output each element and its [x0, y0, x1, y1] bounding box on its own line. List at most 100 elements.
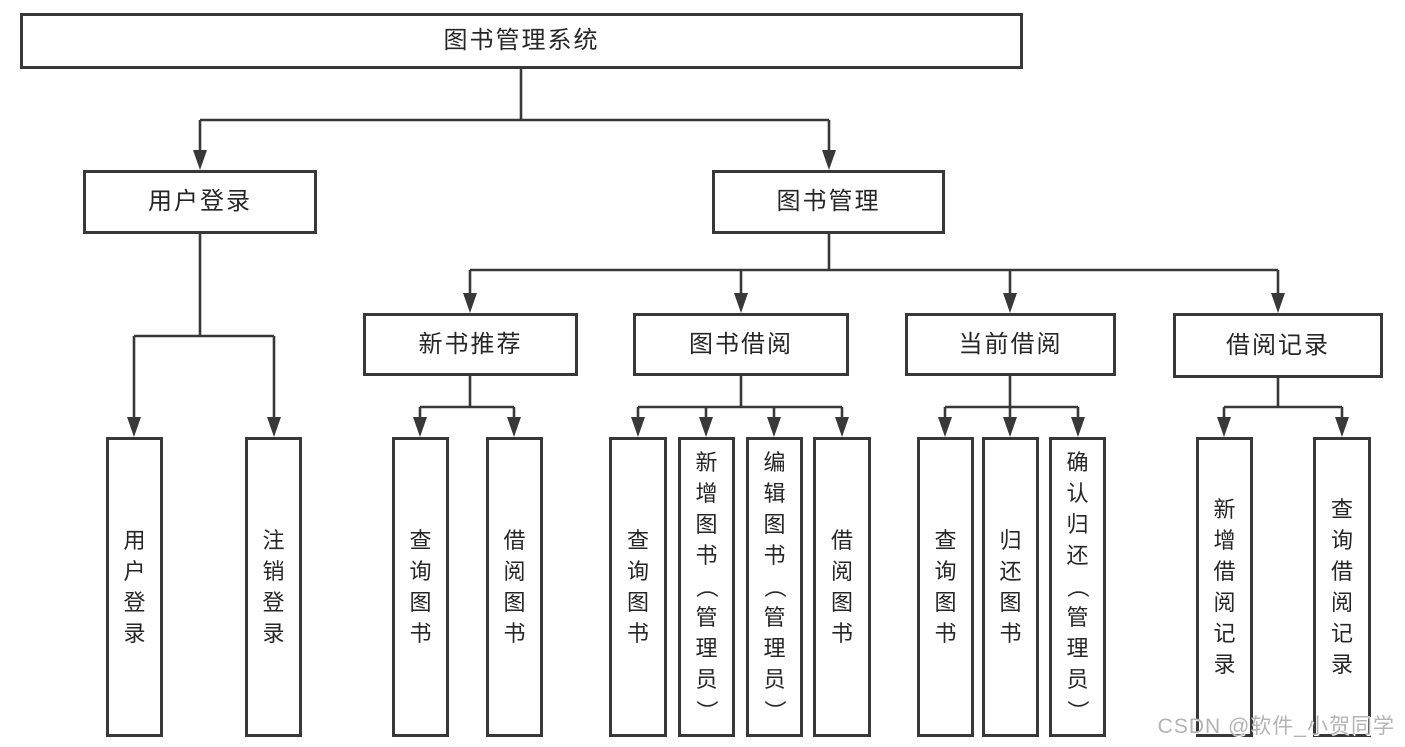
- vertical-char: 增: [1213, 527, 1236, 553]
- node-user-login: 用户登录: [83, 170, 317, 234]
- leaf-label: 归还图书: [985, 440, 1036, 734]
- leaf-label: 查询借阅记录: [1316, 440, 1368, 734]
- leaf-newbooks-query: 查询图书: [392, 437, 449, 737]
- vertical-char: 书: [626, 620, 649, 646]
- leaf-label: 新增图书 （ 管理员 ）: [681, 440, 732, 734]
- vertical-char: 管: [695, 605, 718, 630]
- vertical-char: 查: [409, 527, 432, 553]
- vertical-char: 查: [1330, 496, 1353, 522]
- leaf-borrow-borrow: 借阅图书: [813, 437, 871, 737]
- vertical-char: 归: [1066, 512, 1089, 537]
- vertical-char: 询: [934, 558, 957, 584]
- node-current-borrow: 当前借阅: [905, 313, 1116, 376]
- vertical-char: 员: [763, 667, 786, 692]
- leaf-label: 借阅图书: [816, 440, 868, 734]
- vertical-char: 新: [695, 450, 718, 475]
- leaf-records-query: 查询借阅记录: [1313, 437, 1371, 737]
- vertical-char: 书: [409, 620, 432, 646]
- vertical-char: 借: [1330, 558, 1353, 584]
- vertical-char: 图: [695, 512, 718, 537]
- vertical-char: 录: [1330, 651, 1353, 677]
- vertical-char: 借: [830, 527, 853, 553]
- vertical-char: 查: [626, 527, 649, 553]
- vertical-char: 还: [999, 558, 1022, 584]
- node-label: 借阅记录: [1226, 331, 1330, 359]
- vertical-char: 书: [830, 620, 853, 646]
- vertical-char: 阅: [830, 558, 853, 584]
- vertical-char: 理: [763, 636, 786, 661]
- node-label: 当前借阅: [958, 330, 1063, 358]
- vertical-char: 录: [123, 620, 146, 646]
- node-label: 用户登录: [148, 188, 252, 215]
- vertical-char: 书: [999, 620, 1022, 646]
- vertical-char: 登: [262, 589, 285, 615]
- vertical-char: ）: [762, 699, 788, 723]
- leaf-current-query: 查询图书: [917, 437, 974, 737]
- edge-management-to-level3: [463, 234, 1285, 313]
- vertical-char: 记: [1213, 620, 1236, 646]
- vertical-char: 理: [1066, 636, 1089, 661]
- leaf-logout: 注销登录: [245, 437, 302, 737]
- vertical-char: 阅: [503, 558, 526, 584]
- vertical-char: 查: [934, 527, 957, 553]
- vertical-char: 员: [1066, 667, 1089, 692]
- edge-login-to-leaves: [127, 234, 281, 437]
- vertical-char: 管: [1066, 605, 1089, 630]
- leaf-label: 注销登录: [248, 440, 299, 734]
- vertical-char: 图: [934, 589, 957, 615]
- vertical-char: （: [1065, 575, 1091, 599]
- vertical-char: 注: [262, 527, 285, 553]
- leaf-user-login: 用户登录: [106, 437, 163, 737]
- leaf-newbooks-borrow: 借阅图书: [486, 437, 543, 737]
- edge-records-to-leaves: [1217, 378, 1349, 437]
- vertical-char: 阅: [1213, 589, 1236, 615]
- node-book-management: 图书管理: [712, 170, 945, 234]
- vertical-char: ）: [1065, 699, 1091, 723]
- vertical-char: 辑: [763, 481, 786, 506]
- leaf-label: 查询图书: [395, 440, 446, 734]
- vertical-char: 新: [1213, 496, 1236, 522]
- vertical-char: 询: [1330, 527, 1353, 553]
- vertical-char: 图: [626, 589, 649, 615]
- vertical-char: 记: [1330, 620, 1353, 646]
- vertical-char: 阅: [1330, 589, 1353, 615]
- node-book-borrow: 图书借阅: [633, 313, 849, 376]
- leaf-records-add: 新增借阅记录: [1196, 437, 1253, 737]
- vertical-char: 图: [830, 589, 853, 615]
- vertical-char: 管: [763, 605, 786, 630]
- leaf-label: 编辑图书（管理员）: [749, 440, 800, 734]
- vertical-char: 录: [262, 620, 285, 646]
- edge-newbooks-to-leaves: [413, 376, 521, 437]
- vertical-char: 理: [695, 636, 718, 661]
- vertical-char: 借: [1213, 558, 1236, 584]
- node-label: 新书推荐: [418, 330, 523, 358]
- node-system-root: 图书管理系统: [20, 13, 1023, 69]
- vertical-char: 图: [409, 589, 432, 615]
- vertical-char: 归: [999, 527, 1022, 553]
- vertical-char: ）: [694, 699, 720, 723]
- vertical-char: 书: [934, 620, 957, 646]
- leaf-current-return: 归还图书: [982, 437, 1039, 737]
- vertical-char: 录: [1213, 651, 1236, 677]
- node-label: 图书管理系统: [443, 27, 600, 54]
- leaf-borrow-query: 查询图书: [609, 437, 667, 737]
- leaf-label: 用户登录: [109, 440, 160, 734]
- leaf-label: 确认归还（管理员）: [1052, 440, 1103, 734]
- node-label: 图书管理: [776, 188, 881, 215]
- vertical-char: （: [762, 575, 788, 599]
- vertical-char: 图: [763, 512, 786, 537]
- vertical-char: 编: [763, 450, 786, 475]
- vertical-char: 书: [695, 543, 718, 568]
- vertical-char: 用: [123, 527, 146, 553]
- vertical-char: 员: [695, 667, 718, 692]
- vertical-char: 借: [503, 527, 526, 553]
- node-borrow-records: 借阅记录: [1173, 313, 1383, 378]
- vertical-char: 增: [695, 481, 718, 506]
- vertical-char: 户: [123, 558, 146, 584]
- leaf-label: 查询图书: [920, 440, 971, 734]
- vertical-char: 还: [1066, 543, 1089, 568]
- node-label: 图书借阅: [689, 330, 793, 358]
- edge-bookborrow-to-leaves: [631, 376, 849, 437]
- vertical-char: （: [694, 575, 720, 599]
